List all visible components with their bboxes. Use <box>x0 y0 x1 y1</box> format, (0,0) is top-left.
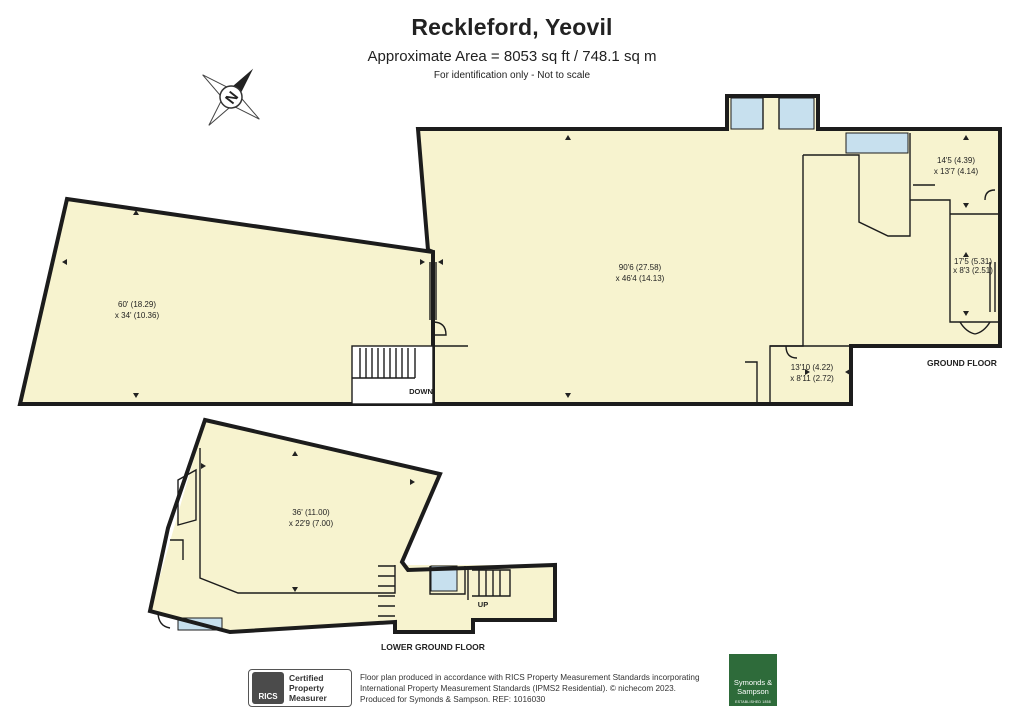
agent-tagline: ESTABLISHED 1858 <box>735 700 771 704</box>
ground-floor <box>17 94 1002 406</box>
room-dim-basement: 36' (11.00) <box>292 508 330 517</box>
room-dim-main-hall-2: x 46'4 (14.13) <box>616 274 665 283</box>
rics-badge: RICS Certified Property Measurer <box>248 669 352 707</box>
rics-line-3: Measurer <box>289 693 327 703</box>
compass-icon <box>202 68 260 126</box>
room-dim-main-hall: 90'6 (27.58) <box>619 263 662 272</box>
room-dim-office-s: 13'10 (4.22) <box>791 363 834 372</box>
scale-note: For identification only - Not to scale <box>433 70 591 81</box>
room-dim-office-ne-2: x 13'7 (4.14) <box>934 167 979 176</box>
room-dim-office-e: 17'5 (5.31) <box>954 257 992 266</box>
footer-disclaimer: Floor plan produced in accordance with R… <box>360 672 700 705</box>
footer-line-3: Produced for Symonds & Sampson. REF: 101… <box>360 695 546 704</box>
room-dim-office-ne: 14'5 (4.39) <box>937 156 975 165</box>
rics-line-2: Property <box>289 683 324 693</box>
agent-name: Symonds & Sampson <box>733 678 773 696</box>
lower-ground-floor <box>147 417 557 635</box>
agent-logo: Symonds & Sampson ESTABLISHED 1858 <box>729 654 777 706</box>
room-dim-office-s-2: x 8'11 (2.72) <box>790 374 834 383</box>
plan-title: Reckleford, Yeovil <box>411 14 613 40</box>
approximate-area: Approximate Area = 8053 sq ft / 748.1 sq… <box>367 48 657 65</box>
rics-logo: RICS <box>252 672 284 704</box>
footer-line-2: International Property Measurement Stand… <box>360 684 676 693</box>
room-dim-basement-2: x 22'9 (7.00) <box>289 519 334 528</box>
rics-line-1: Certified <box>289 673 324 683</box>
footer-line-1: Floor plan produced in accordance with R… <box>360 673 700 682</box>
ground-floor-label: GROUND FLOOR <box>927 358 997 368</box>
room-dim-west-hall-2: x 34' (10.36) <box>115 311 160 320</box>
rics-certified-text: Certified Property Measurer <box>289 673 327 703</box>
room-dim-office-e-2: x 8'3 (2.51) <box>953 266 993 275</box>
room-dim-west-hall: 60' (18.29) <box>118 300 156 309</box>
lower-ground-floor-label: LOWER GROUND FLOOR <box>381 642 485 652</box>
stairs-up-label: UP <box>478 600 488 609</box>
stairs-down-label: DOWN <box>409 387 433 396</box>
